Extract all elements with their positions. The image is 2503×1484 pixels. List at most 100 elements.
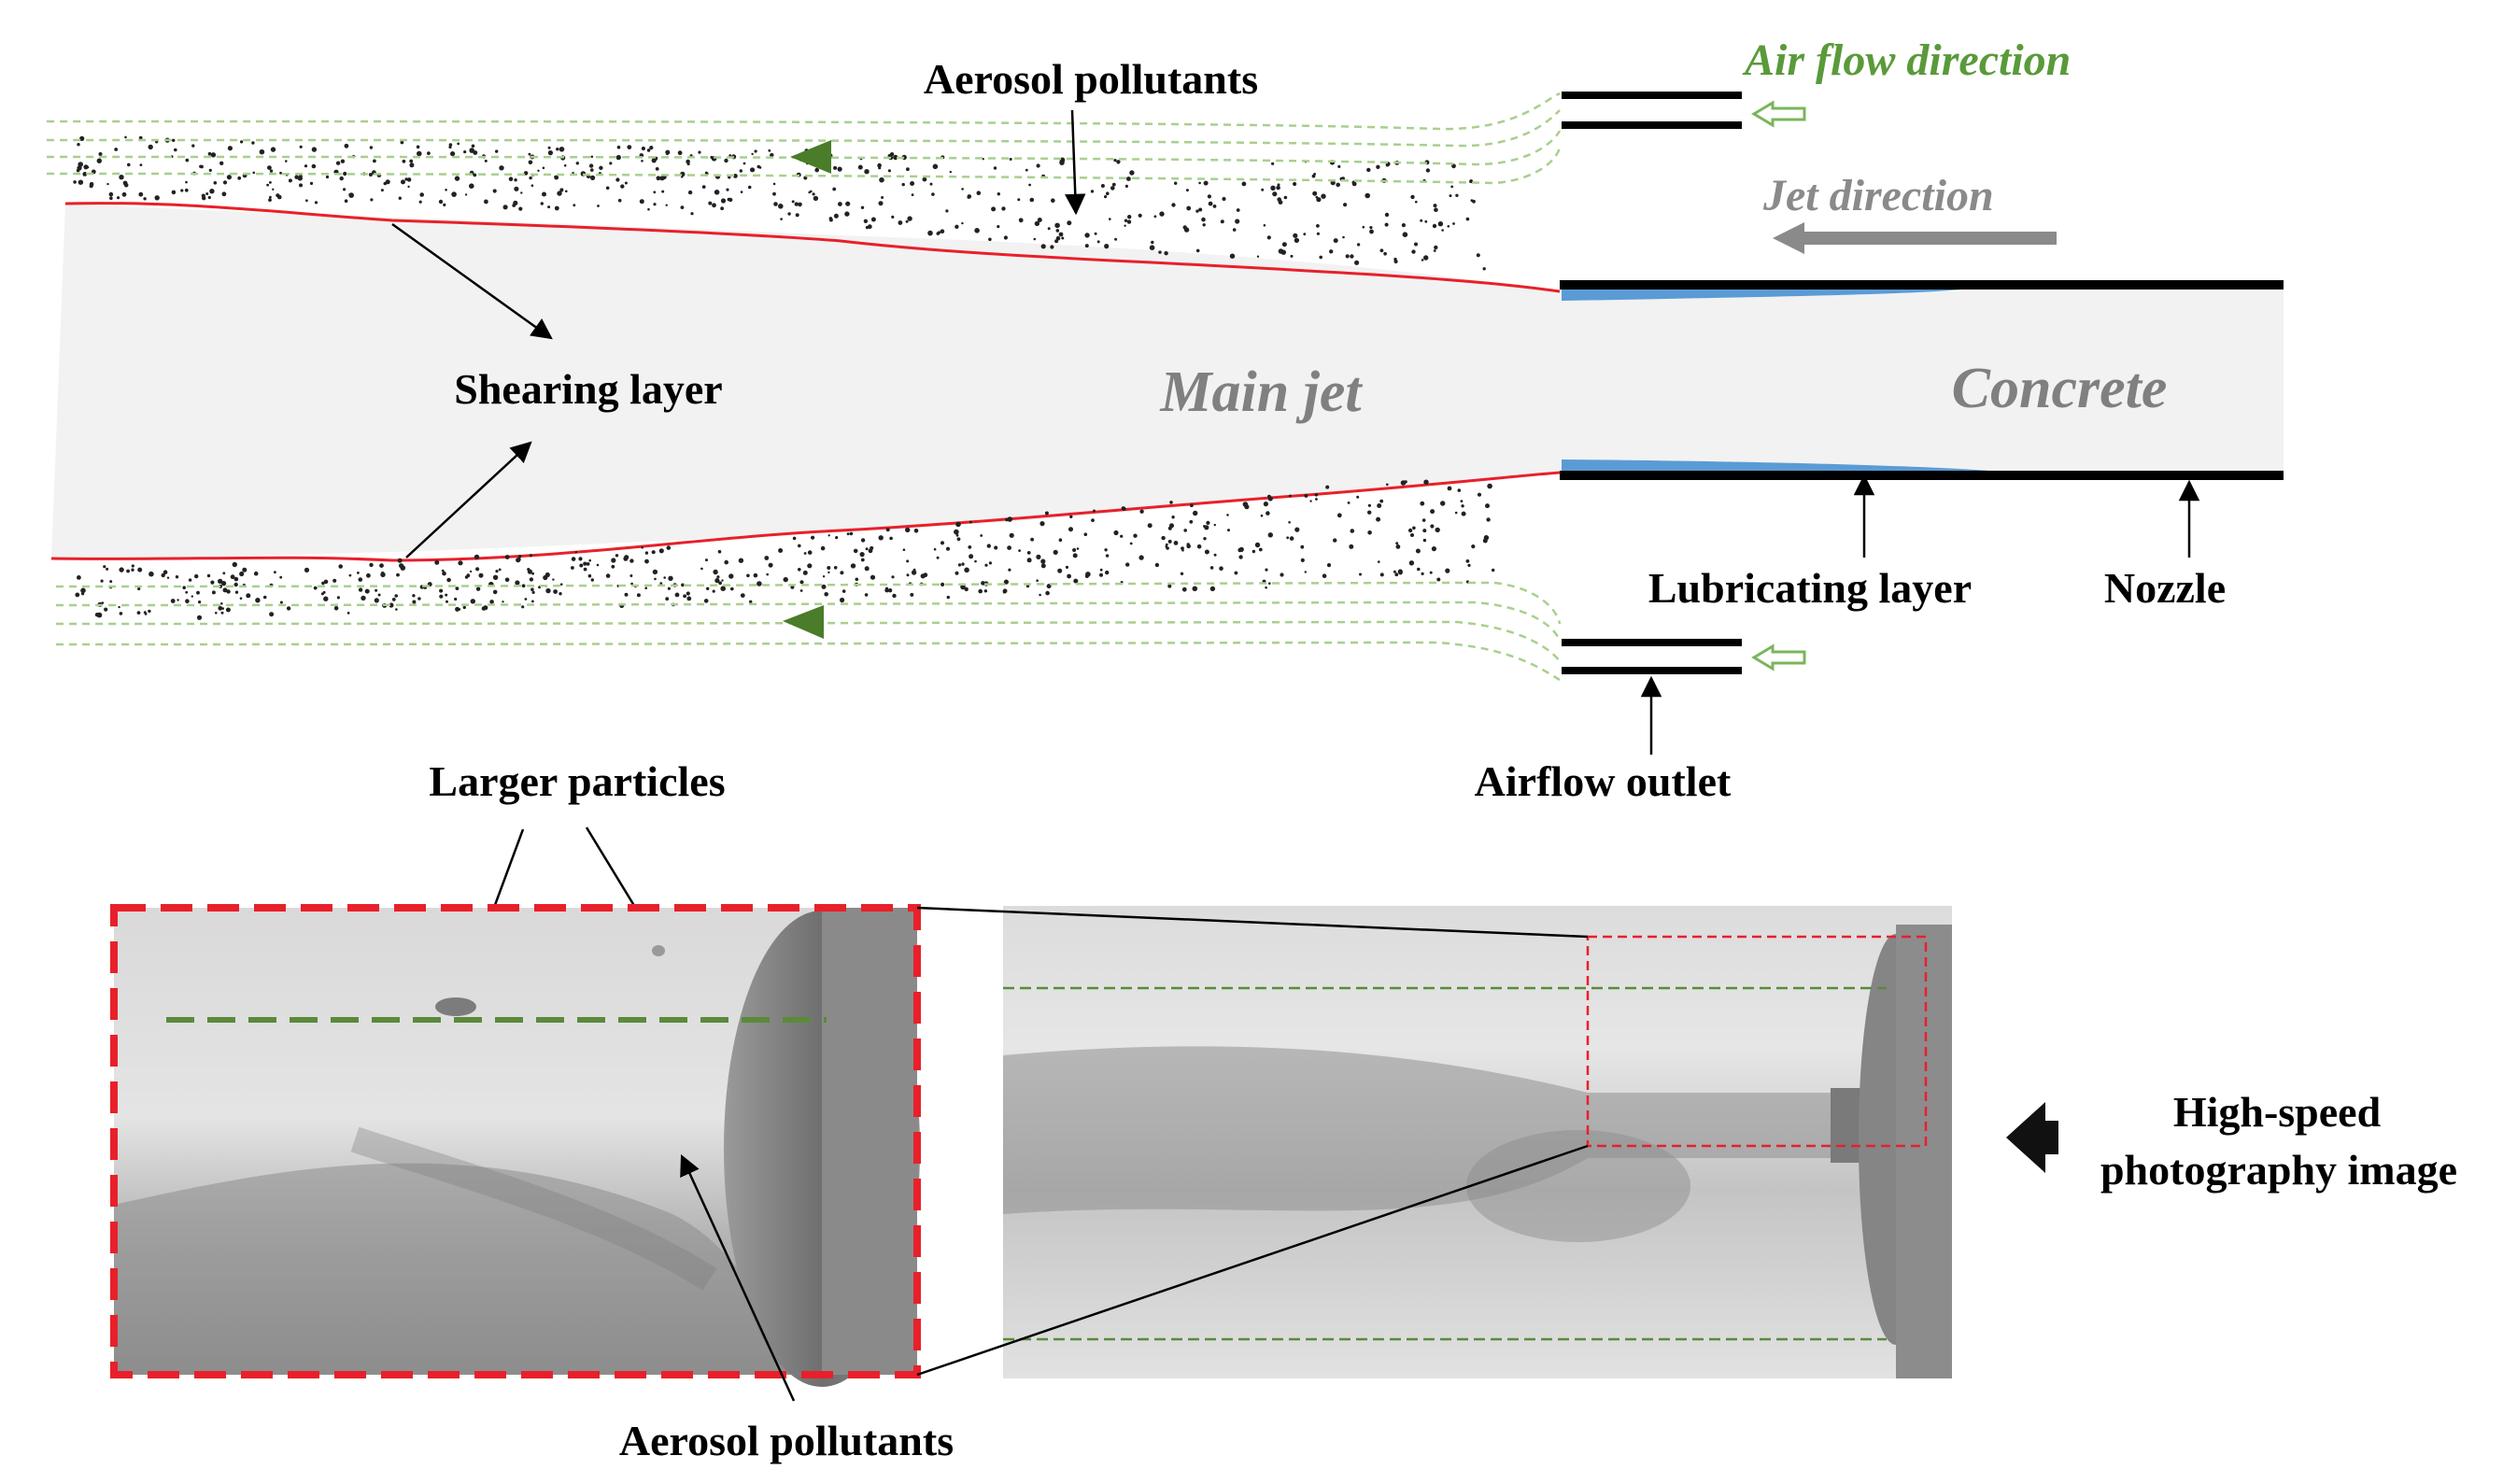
aerosol-particle [665,149,671,155]
aerosol-particle [206,573,211,578]
aerosol-particle [79,135,85,141]
aerosol-particle [860,205,865,209]
aerosol-particle [728,197,733,203]
aerosol-particle [375,588,378,592]
aerosol-particle [803,176,808,180]
aerosol-particle [1465,217,1470,221]
aerosol-particle [1040,563,1046,569]
aerosol-particle [348,573,352,577]
aerosol-particle [901,182,905,187]
aerosol-particle [1441,229,1444,232]
aerosol-particle [1057,568,1063,573]
aerosol-particle [1254,542,1261,548]
aerosol-particle [196,615,203,620]
aerosol-particle [957,563,962,567]
zoom-connector-top [916,906,1589,939]
aerosol-particle [412,594,416,598]
aerosol-particle [1316,197,1322,203]
aerosol-particle [1055,235,1061,241]
aerosol-particle [1104,195,1108,199]
aerosol-particle [807,563,813,569]
aerosol-particle [1192,586,1198,592]
aerosol-particle [571,557,576,561]
aerosol-particle [1174,181,1178,185]
aerosol-particle [117,196,120,200]
aerosol-particle [1336,513,1342,518]
aerosol-particle [1096,240,1100,244]
aerosol-particle [910,181,915,186]
aerosol-particle [313,586,318,590]
aerosol-particle [881,196,884,199]
aerosol-particle [780,218,783,220]
aerosol-particle [857,164,863,170]
aerosol-particle [1124,219,1128,222]
aerosol-particle [185,180,188,184]
aerosol-particle [104,607,108,612]
aerosol-particle [448,143,453,147]
aerosol-particle [1116,160,1121,164]
aerosol-particle [401,179,405,185]
aerosol-particle [932,163,939,170]
aerosol-particle [588,558,591,562]
aerosol-particle [1333,238,1338,244]
aerosol-particle [119,612,123,615]
aerosol-particle [1476,253,1480,258]
aerosol-particle [988,561,992,565]
aerosol-particle [749,600,753,603]
aerosol-particle [528,160,533,165]
aerosol-particle [1026,558,1032,563]
aerosol-particle [1094,232,1097,235]
aerosol-particle [379,563,384,568]
aerosol-particle [1105,570,1110,575]
aerosol-particle [844,211,850,217]
aerosol-particle [964,567,969,573]
aerosol-particle [624,181,628,185]
aerosol-particle [233,582,238,587]
airflow-outlet-lower [1562,639,1742,674]
aerosol-particle [1398,570,1403,575]
aerosol-particle [870,545,874,550]
aerosol-particle [1343,203,1348,207]
aerosol-particle [554,175,558,178]
aerosol-particle [991,206,997,212]
aerosol-particle [1126,219,1132,224]
aerosol-particle [1256,255,1260,258]
aerosol-particle [309,181,314,185]
leader-shearing-upper [391,222,553,340]
aerosol-particle [837,166,842,172]
aerosol-particle [1379,248,1384,253]
aerosol-particle [177,599,179,601]
aerosol-particle [1138,213,1142,218]
aerosol-particle [641,146,646,151]
aerosol-particle [813,195,819,202]
aerosol-particle [559,592,562,596]
aerosol-particle [1165,544,1168,548]
aerosol-particle [409,159,414,163]
aerosol-particle [674,592,680,598]
aerosol-particle [879,177,884,183]
aerosol-particle [556,148,559,151]
aerosol-particle [1039,593,1041,597]
aerosol-particle [578,557,583,561]
aerosol-particle [913,529,919,533]
aerosol-particle [1129,542,1133,545]
aerosol-particle [1325,485,1330,489]
aerosol-particle [961,188,964,191]
aerosol-particle [772,182,776,186]
aerosol-particle [239,597,243,600]
aerosol-particle [983,589,988,593]
aerosol-particle [530,587,534,591]
aerosol-particle [286,606,291,611]
aerosol-particle [878,201,884,206]
aerosol-particle [911,570,917,575]
aerosol-particle [1424,219,1428,223]
aerosol-particle [1329,249,1334,254]
aerosol-particle [997,225,1000,229]
aerosol-particle [807,550,813,555]
aerosol-particle [547,205,551,209]
aerosol-particle [361,595,366,601]
aerosol-particle [1169,523,1174,529]
aerosol-particle [1385,163,1390,167]
aerosol-particle [419,192,425,197]
aerosol-particle [821,584,827,589]
